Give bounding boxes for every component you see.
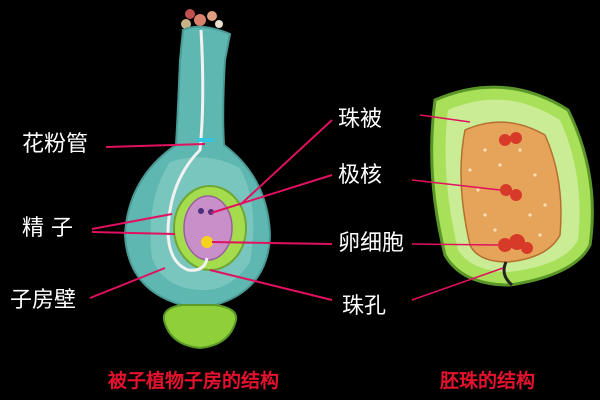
polar-nucleus xyxy=(510,189,522,201)
embryo-sac xyxy=(183,195,233,261)
leader-line xyxy=(211,241,333,245)
receptacle xyxy=(162,304,238,350)
label-ovary-wall: 子房壁 xyxy=(10,288,77,313)
leader-line xyxy=(411,243,499,246)
leader-line xyxy=(419,114,471,123)
center-leader-lines xyxy=(209,119,333,301)
leader-line xyxy=(91,213,173,230)
label-micropyle: 珠孔 xyxy=(342,294,387,319)
caption-ovule-structure: 胚珠的结构 xyxy=(440,370,536,392)
leader-line xyxy=(91,231,176,235)
pollen-grain xyxy=(181,19,191,29)
funiculus xyxy=(502,261,514,287)
left-leader-lines xyxy=(89,143,206,299)
leader-line xyxy=(89,267,166,299)
nucellus-texture xyxy=(468,148,547,242)
leader-line xyxy=(105,143,206,148)
leader-line xyxy=(239,119,333,206)
ovule-illustration xyxy=(430,85,594,287)
leader-line xyxy=(209,269,333,301)
right-leader-lines xyxy=(411,114,504,301)
caption-ovary-structure: 被子植物子房的结构 xyxy=(108,370,280,392)
pollen-grain xyxy=(215,20,223,28)
polar-nucleus xyxy=(500,184,512,196)
synergid-cell xyxy=(521,242,533,254)
pollen-grain xyxy=(207,11,217,21)
label-sperm: 精 子 xyxy=(22,216,73,241)
egg-cell-dot xyxy=(201,236,213,248)
pollen-grain xyxy=(194,14,206,26)
leader-line xyxy=(210,174,333,214)
ovary-illustration xyxy=(123,9,272,350)
leader-line xyxy=(411,179,501,191)
polar-nucleus xyxy=(198,208,204,214)
synergid-cell xyxy=(498,238,512,252)
label-integument: 珠被 xyxy=(338,107,383,132)
pollen-grain xyxy=(185,9,195,19)
label-pollen-tube: 花粉管 xyxy=(22,132,89,157)
leader-line xyxy=(411,267,504,301)
egg-cell xyxy=(509,234,525,250)
label-egg-cell: 卵细胞 xyxy=(338,231,405,256)
antipodal-cell xyxy=(499,134,511,146)
label-polar-nuclei: 极核 xyxy=(338,163,383,188)
antipodal-cell xyxy=(510,132,522,144)
